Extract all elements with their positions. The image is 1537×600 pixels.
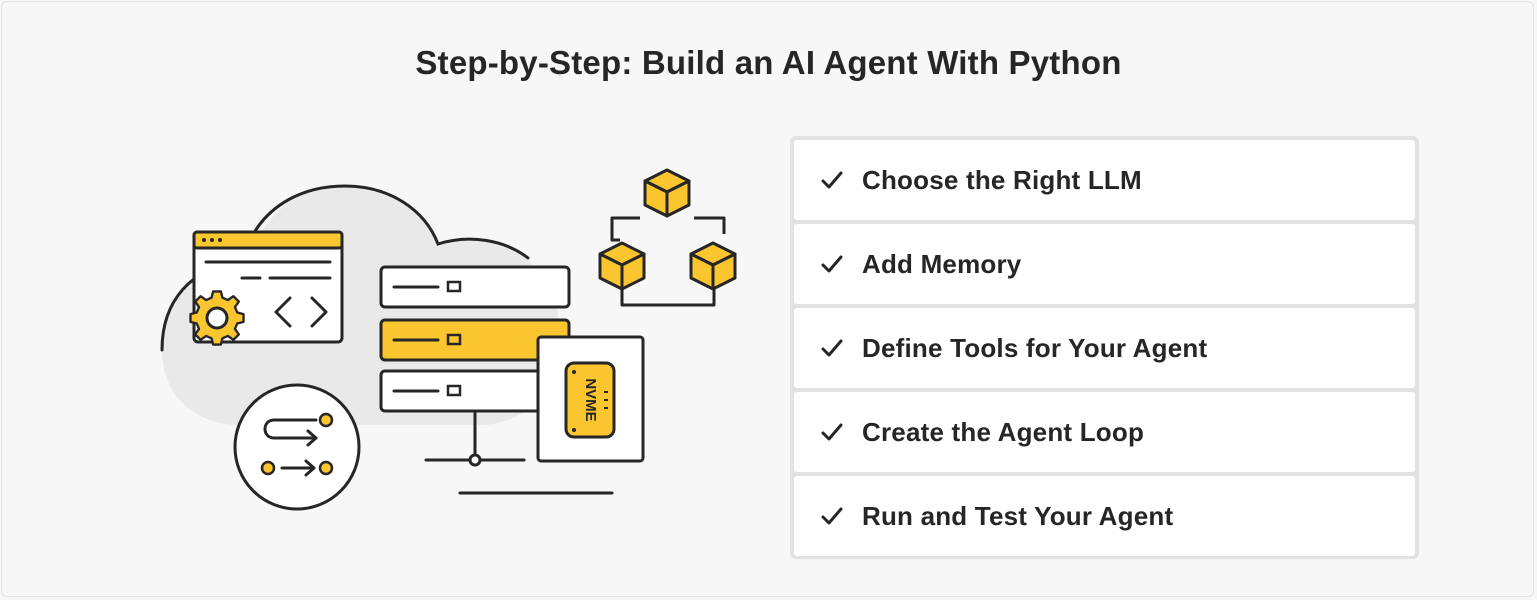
steps-list: Choose the Right LLM Add Memory Define T… <box>790 136 1419 559</box>
step-label: Define Tools for Your Agent <box>862 332 1208 363</box>
page-title: Step-by-Step: Build an AI Agent With Pyt… <box>415 44 1122 81</box>
checkmark-icon <box>821 423 843 441</box>
nvme-chip-icon: NVME <box>536 335 645 463</box>
step-item-run-test: Run and Test Your Agent <box>794 476 1415 556</box>
step-label: Run and Test Your Agent <box>862 500 1174 531</box>
checkmark-icon <box>821 255 843 273</box>
workflow-icon <box>233 383 361 511</box>
cubes-network-icon <box>598 168 737 307</box>
checkmark-icon <box>821 339 843 357</box>
nvme-label: NVME <box>582 378 599 421</box>
step-label: Add Memory <box>862 248 1022 279</box>
gear-icon <box>189 290 245 346</box>
step-item-choose-llm: Choose the Right LLM <box>794 140 1415 220</box>
step-item-agent-loop: Create the Agent Loop <box>794 392 1415 472</box>
step-item-define-tools: Define Tools for Your Agent <box>794 308 1415 388</box>
step-item-add-memory: Add Memory <box>794 224 1415 304</box>
checkmark-icon <box>821 171 843 189</box>
ai-agent-illustration: NVME <box>160 168 737 511</box>
step-label: Choose the Right LLM <box>862 164 1142 195</box>
checkmark-icon <box>821 507 843 525</box>
step-label: Create the Agent Loop <box>862 416 1145 447</box>
server-stack-icon <box>379 265 614 495</box>
